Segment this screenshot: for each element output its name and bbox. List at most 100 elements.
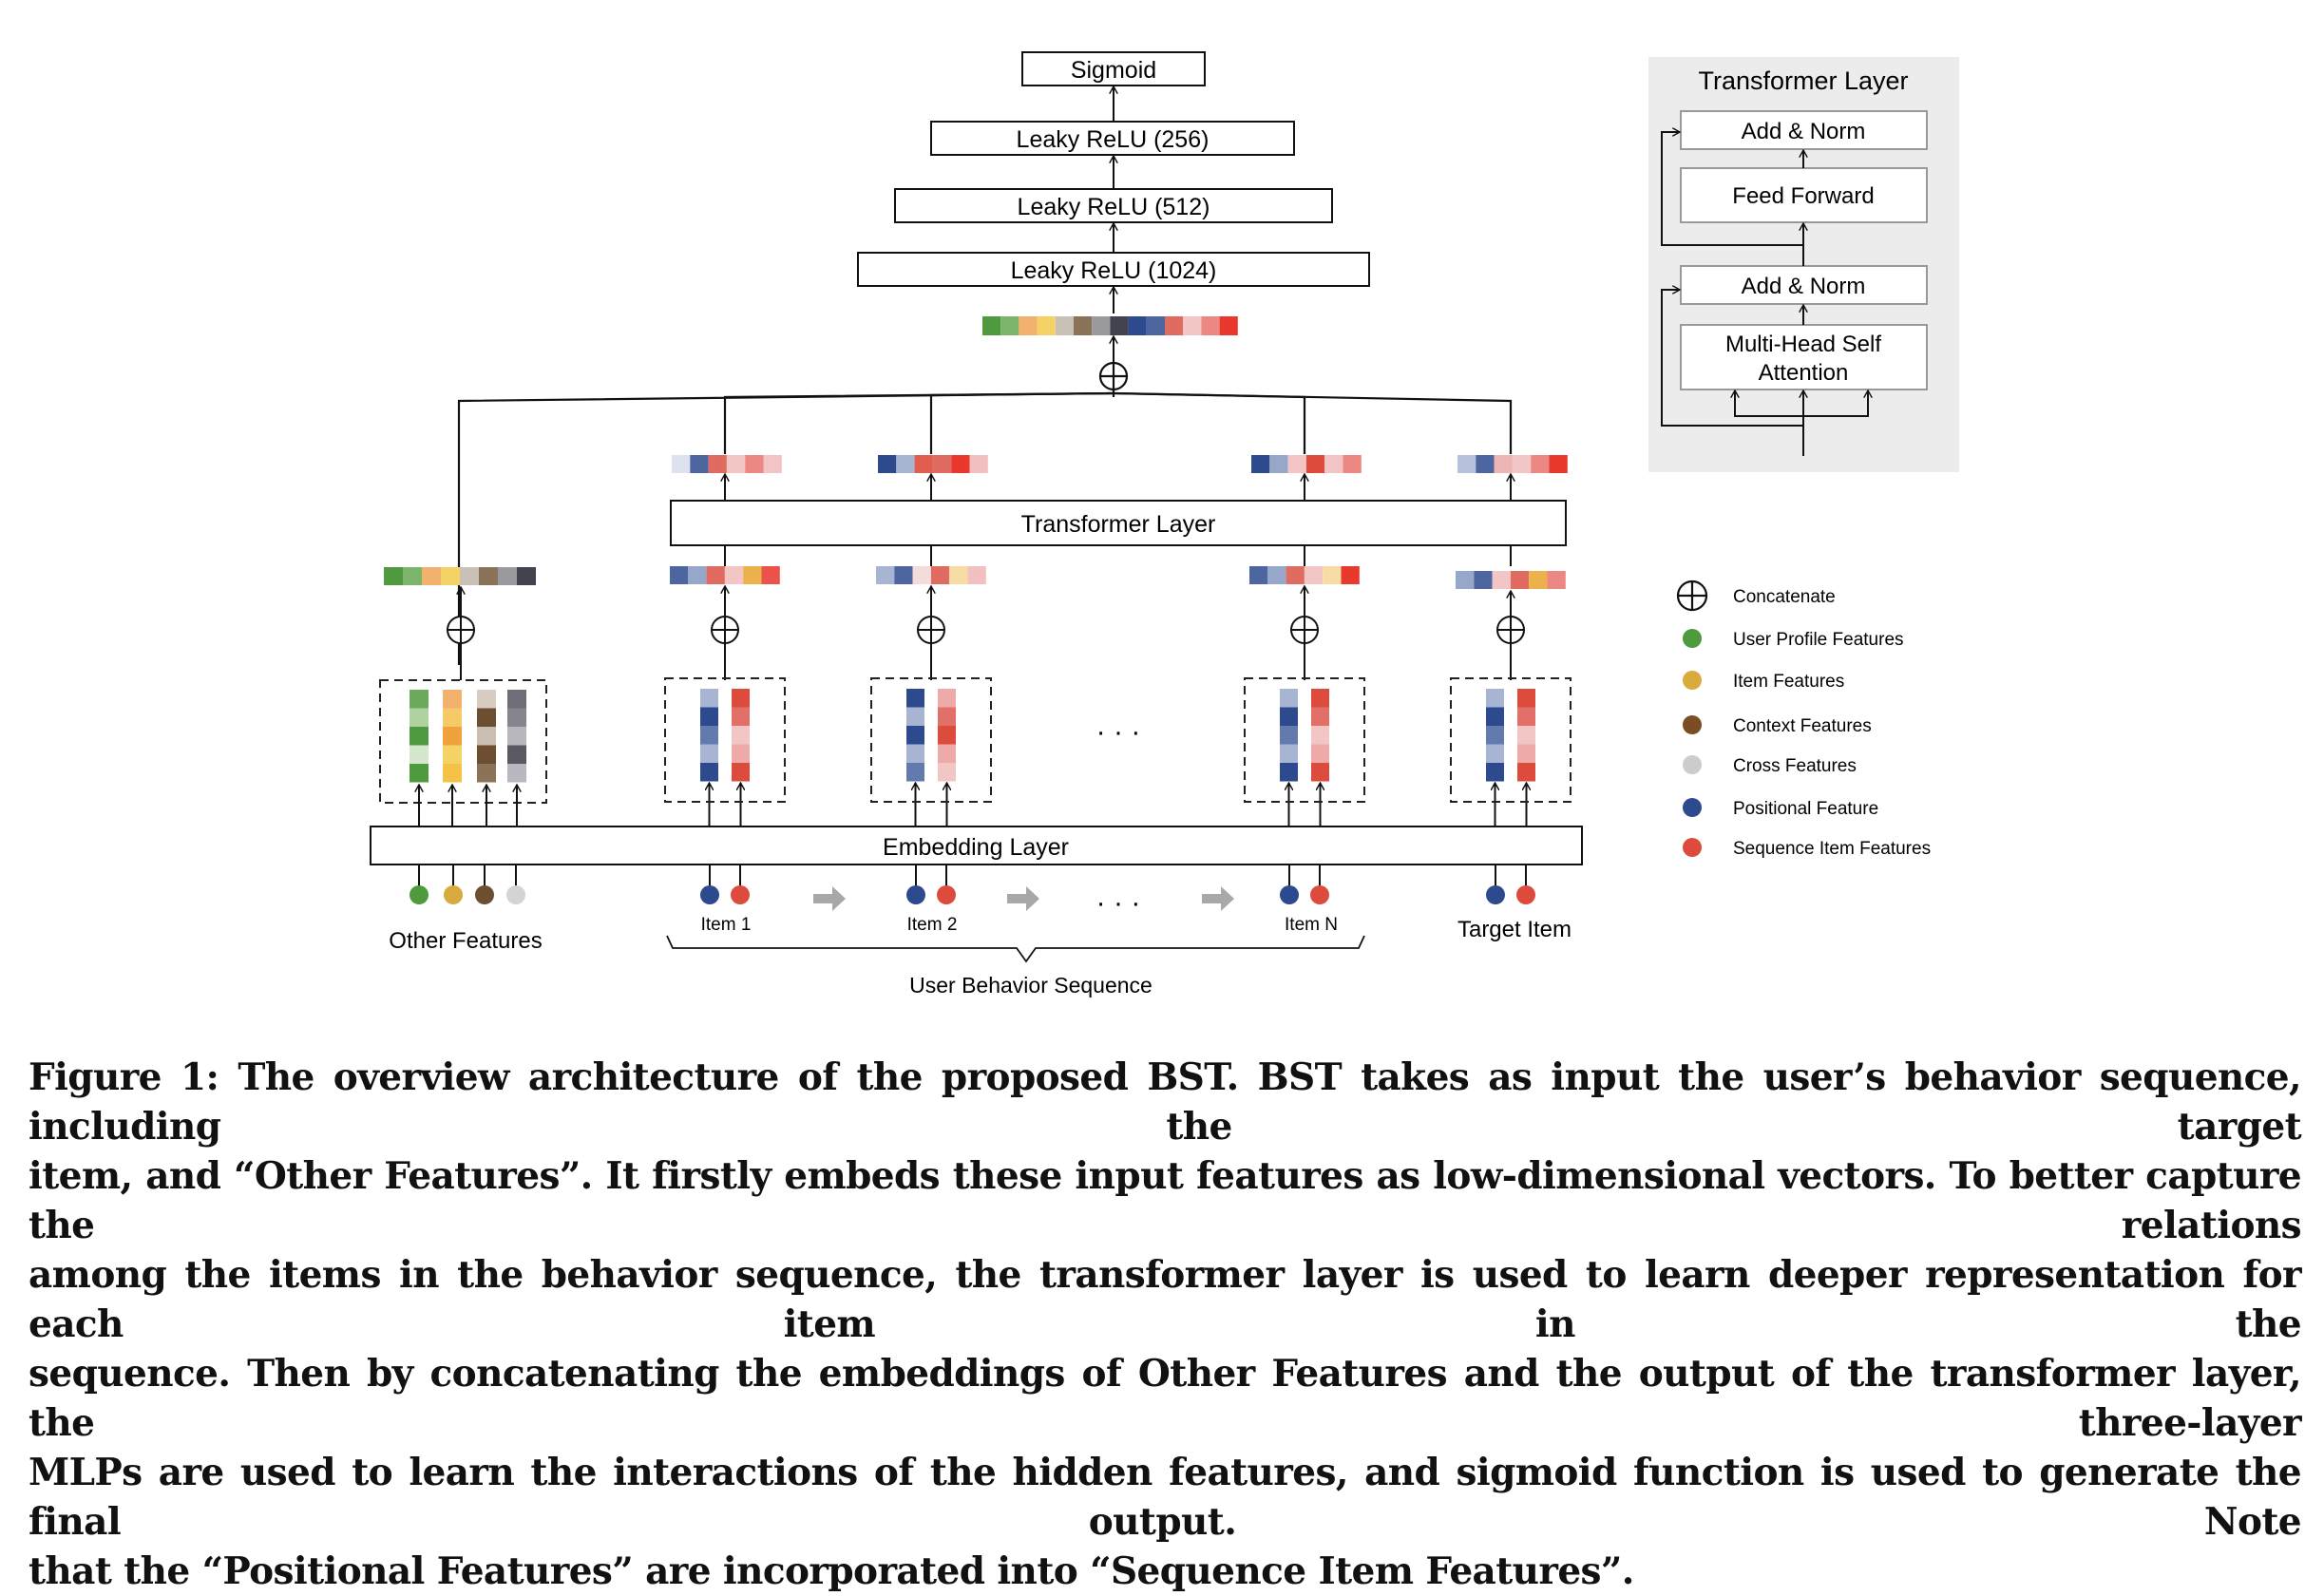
item-n-label: Item N: [1285, 915, 1338, 935]
vector-cell: [930, 566, 950, 584]
feed-forward-label: Feed Forward: [1732, 183, 1874, 209]
item-n-positional-embedding: [1280, 689, 1298, 782]
target-item-positional-dot: [1486, 864, 1505, 904]
embedding-cell: [443, 764, 462, 783]
embedding-cell: [443, 690, 462, 709]
vector-cell: [1055, 316, 1074, 335]
vector-cell: [914, 455, 933, 473]
vector-cell: [1110, 316, 1129, 335]
embedding-cell: [700, 744, 718, 763]
target-item-sequence-item-dot: [1516, 864, 1535, 904]
embedding-cell: [443, 727, 462, 746]
vector-cell: [982, 316, 1001, 335]
vector-cell: [896, 455, 915, 473]
embedding-cell: [700, 763, 718, 782]
embedding-cell: [700, 707, 718, 726]
embedding-cell: [938, 763, 956, 782]
input-features: [410, 864, 1535, 904]
embedding-cell: [507, 764, 526, 783]
legend-dot-icon: [1683, 671, 1702, 690]
leaky-relu-512-label: Leaky ReLU (512): [1018, 194, 1210, 220]
vector-cell: [1549, 455, 1568, 473]
vector-cell: [1287, 455, 1306, 473]
item-2-positional-embedding: [906, 689, 924, 782]
embedding-cell: [732, 707, 750, 726]
embedding-cell: [1517, 744, 1535, 763]
legend-dot-icon: [1683, 715, 1702, 734]
concatenate-icon: [1290, 616, 1319, 644]
leaky-relu-1024-label: Leaky ReLU (1024): [1011, 257, 1217, 284]
legend-dot-icon: [1683, 755, 1702, 774]
other-embedding-column: [477, 690, 496, 783]
embedding-cell: [1311, 689, 1329, 708]
add-norm-top-label: Add & Norm: [1742, 119, 1866, 144]
transformer-detail-arrows: [1661, 132, 1868, 456]
embedding-cell: [1486, 726, 1504, 745]
item-1-positional-dot: [700, 864, 719, 904]
embedding-cell: [1280, 689, 1298, 708]
target-item-embedding-box: [1450, 677, 1572, 803]
vector-cell: [969, 455, 988, 473]
embedding-cell: [1486, 689, 1504, 708]
embedding-cell: [1486, 763, 1504, 782]
vector-cell: [422, 567, 441, 585]
mhsa-label-line2: Attention: [1759, 360, 1849, 386]
vector-cell: [670, 566, 689, 584]
vector-cell: [498, 567, 517, 585]
vector-cell: [1305, 455, 1325, 473]
item-1-label: Item 1: [701, 915, 752, 935]
context-feature-dot: [475, 864, 494, 904]
vector-cell: [1323, 566, 1342, 584]
vector-cell: [1456, 571, 1475, 589]
embedding-cell: [1280, 744, 1298, 763]
sigmoid-label: Sigmoid: [1071, 57, 1156, 84]
embedding-cell: [410, 690, 429, 709]
legend-item: Cross Features: [1683, 755, 1857, 776]
embedding-cell: [507, 690, 526, 709]
vector-cell: [706, 566, 725, 584]
ellipsis-embeddings: · · ·: [1096, 716, 1141, 748]
vector-cell: [690, 455, 709, 473]
caption-line: item, and “Other Features”. It firstly e…: [29, 1154, 2302, 1247]
vector-cell: [1165, 316, 1184, 335]
concatenated-vector-cells: [982, 316, 1238, 335]
concatenate-icon: [917, 616, 945, 644]
vector-cell: [1492, 571, 1511, 589]
vector-cell: [1343, 455, 1362, 473]
embedding-layer-box: Embedding Layer: [370, 826, 1583, 865]
caption-line: Figure 1: The overview architecture of t…: [29, 1055, 2302, 1149]
embedding-cell: [477, 745, 496, 764]
embedding-cell: [477, 708, 496, 727]
vector-cell: [1529, 571, 1548, 589]
embedding-cell: [1517, 763, 1535, 782]
embedding-arrows: [419, 783, 1527, 826]
vector-cell: [517, 567, 536, 585]
vector-cell: [479, 567, 498, 585]
vector-cell: [1510, 571, 1530, 589]
legend-label: Item Features: [1733, 672, 1844, 692]
vector-cell: [1128, 316, 1147, 335]
multi-head-attention-box: [1680, 324, 1928, 390]
embedding-cell: [1517, 726, 1535, 745]
vector-cell: [1037, 316, 1056, 335]
embedding-cell: [938, 707, 956, 726]
embedding-cell: [1311, 726, 1329, 745]
item-1-item-embedding: [732, 689, 750, 782]
legend-dot-icon: [1683, 838, 1702, 857]
ellipsis-items: · · ·: [1096, 887, 1141, 919]
add-norm-bottom-label: Add & Norm: [1742, 274, 1866, 299]
embedding-cell: [1280, 763, 1298, 782]
vector-cell: [878, 455, 897, 473]
vector-cell: [1269, 455, 1288, 473]
item-n-embedding-box: [1244, 677, 1365, 803]
legend-label: Positional Feature: [1733, 799, 1878, 819]
other-features-embedding-box: [379, 679, 547, 804]
embedding-cell: [1311, 707, 1329, 726]
legend-label: Cross Features: [1733, 756, 1857, 776]
caption-line: that the “Positional Features” are incor…: [29, 1549, 1634, 1593]
vector-cell: [761, 566, 780, 584]
embedding-cell: [410, 708, 429, 727]
vector-cell: [951, 455, 970, 473]
embedding-cell: [700, 726, 718, 745]
add-norm-top-box: [1680, 110, 1928, 150]
